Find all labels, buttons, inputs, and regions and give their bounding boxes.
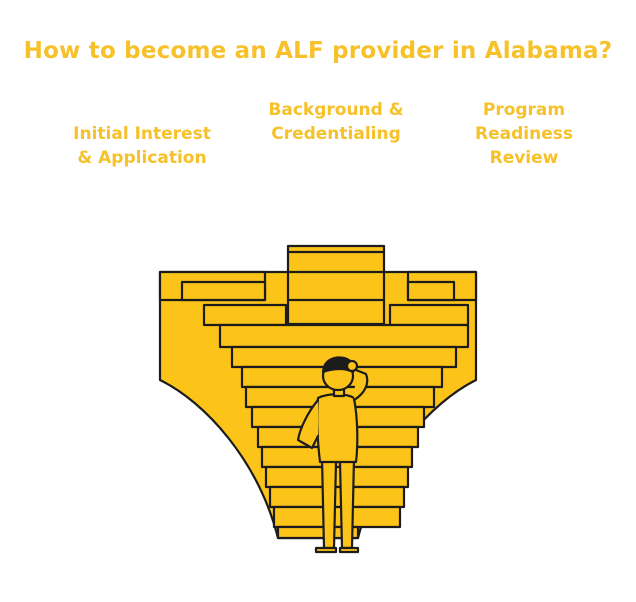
left-block-2 [202,303,288,327]
step-background-credentialing-label: Background & Credentialing [236,98,436,146]
step-row-8 [264,465,410,489]
center-tower [286,244,386,326]
step-initial-interest-label: Initial Interest & Application [42,122,242,170]
left-block-1-side [180,280,267,302]
step-program-readiness-label: Program Readiness Review [424,98,624,170]
step-row-9 [268,485,406,509]
step-3-line-3: Review [489,148,559,168]
right-block-2 [388,303,470,327]
right-block-1-side [406,280,456,302]
step-3-line-2: Readiness [475,124,573,144]
step-row-11 [276,525,360,540]
step-1-line-2: & Application [77,148,207,168]
step-1-line-1: Initial Interest [73,124,211,144]
thinking-person-icon [296,356,369,554]
step-row-10 [272,505,402,529]
diagram-title: How to become an ALF provider in Alabama… [23,38,613,64]
step-row-1 [218,323,470,349]
step-3-line-1: Program [482,100,566,120]
step-2-line-1: Background & [268,100,404,120]
step-2-line-2: Credentialing [271,124,401,144]
